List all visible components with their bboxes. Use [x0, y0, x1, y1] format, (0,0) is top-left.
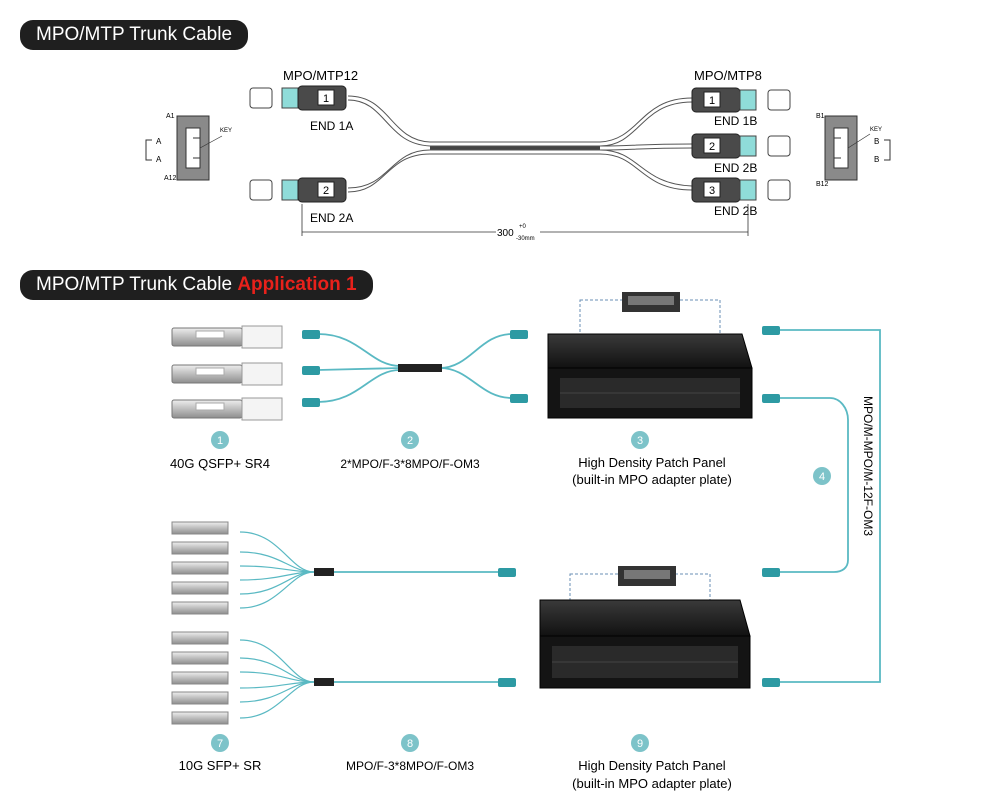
label-fanout-8: MPO/F-3*8MPO/F-OM3 [346, 759, 474, 773]
mpo-plug [302, 330, 320, 339]
svg-text:2: 2 [407, 435, 413, 447]
label-panel-3: High Density Patch Panel [578, 455, 726, 470]
label-fanout-2: 2*MPO/F-3*8MPO/F-OM3 [340, 457, 480, 471]
svg-text:A: A [156, 155, 162, 164]
connector-end-1a: 1 [249, 85, 347, 111]
fanout-cable-2 [317, 333, 513, 403]
end-label-1b: END 1B [714, 114, 757, 128]
connector-end-2b-lower: 3 [691, 177, 791, 203]
svg-text:+0: +0 [519, 224, 527, 230]
qsfp-module [171, 325, 283, 349]
svg-text:7: 7 [217, 738, 223, 750]
left-pin-bottom: A12 [164, 175, 177, 182]
mpo-plug [498, 568, 516, 577]
right-end-face: B1 B12 KEY B B [816, 113, 891, 188]
end-label-1a: END 1A [310, 119, 353, 133]
qsfp-modules [171, 325, 283, 421]
sublabel-panel-3: (built-in MPO adapter plate) [572, 472, 732, 487]
svg-text:1: 1 [323, 93, 329, 105]
connector-end-2a: 2 [249, 177, 347, 203]
badge-2: 2 [401, 431, 419, 449]
length-dimension: 300 +0 -30mm [301, 204, 749, 242]
svg-text:4: 4 [819, 471, 825, 483]
svg-text:1: 1 [217, 435, 223, 447]
section-title-application: MPO/MTP Trunk Cable Application 1 [20, 270, 373, 300]
mpo-plug [762, 326, 780, 335]
svg-text:8: 8 [407, 738, 413, 750]
label-sfp: 10G SFP+ SR [179, 758, 262, 773]
right-pin-bottom: B12 [816, 181, 829, 188]
svg-text:2: 2 [323, 185, 329, 197]
svg-text:3: 3 [709, 185, 715, 197]
left-end-face: A1 A12 KEY A A [145, 113, 232, 182]
end-label-2a: END 2A [310, 211, 353, 225]
svg-text:3: 3 [637, 435, 643, 447]
label-panel-9: High Density Patch Panel [578, 758, 726, 773]
left-key-label: KEY [220, 128, 232, 134]
patch-panel-bottom [539, 566, 751, 689]
connector-end-2b-upper: 2 [691, 133, 791, 159]
left-connector-label: MPO/MTP12 [283, 68, 358, 83]
qsfp-module [171, 397, 283, 421]
svg-text:B: B [874, 137, 879, 146]
fanout-cable-upper [239, 531, 500, 609]
qsfp-module [171, 362, 283, 386]
svg-text:9: 9 [637, 738, 643, 750]
right-pin-top: B1 [816, 113, 825, 120]
badge-1: 1 [211, 431, 229, 449]
badge-7: 7 [211, 734, 229, 752]
mpo-plug [510, 394, 528, 403]
sfp-modules [171, 521, 229, 725]
svg-text:1: 1 [709, 95, 715, 107]
mpo-plug [510, 330, 528, 339]
mpo-plug [762, 678, 780, 687]
sfp-stack-lower [171, 631, 229, 725]
svg-text:300: 300 [497, 228, 514, 239]
right-connector-label: MPO/MTP8 [694, 68, 762, 83]
vertical-cable-label: MPO/M-MPO/M-12F-OM3 [861, 396, 875, 536]
mpo-plug [498, 678, 516, 687]
end-label-2b-lower: END 2B [714, 204, 757, 218]
patch-panel-top [547, 292, 753, 419]
section-title-trunk-cable: MPO/MTP Trunk Cable [20, 20, 249, 50]
svg-text:-30mm: -30mm [516, 236, 535, 242]
left-pin-top: A1 [166, 113, 175, 120]
mpo-plug [762, 394, 780, 403]
sfp-stack-upper [171, 521, 229, 615]
right-key-label: KEY [870, 127, 882, 133]
svg-text:2: 2 [709, 141, 715, 153]
trunk-cable-drawing [347, 95, 693, 193]
fanout-cable-8 [239, 639, 500, 719]
sublabel-panel-9: (built-in MPO adapter plate) [572, 776, 732, 791]
badge-3: 3 [631, 431, 649, 449]
badge-9: 9 [631, 734, 649, 752]
mpo-plug [302, 398, 320, 407]
label-qsfp: 40G QSFP+ SR4 [170, 456, 270, 471]
svg-text:A: A [156, 137, 162, 146]
svg-text:B: B [874, 155, 879, 164]
mpo-plug [762, 568, 780, 577]
badge-4: 4 [813, 467, 831, 485]
mpo-plug [302, 366, 320, 375]
connector-end-1b: 1 [691, 87, 791, 113]
end-label-2b-upper: END 2B [714, 161, 757, 175]
badge-8: 8 [401, 734, 419, 752]
trunk-cable-4 [780, 329, 881, 683]
